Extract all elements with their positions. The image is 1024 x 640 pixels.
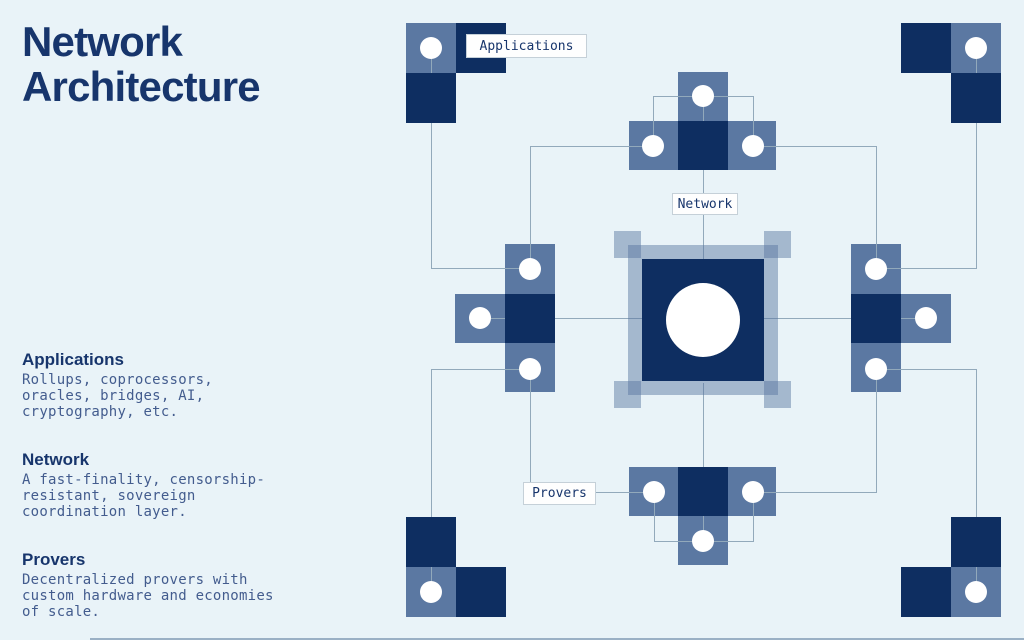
hub-frame-corner-bottom-right <box>764 381 791 408</box>
node-circle-right-cluster <box>915 307 937 329</box>
connector-line <box>753 96 754 147</box>
node-circle-right-cluster <box>865 358 887 380</box>
corner-bottom-left-dark-square <box>456 567 506 617</box>
page-title: Network Architecture <box>22 18 422 110</box>
node-circle-corner-top-left <box>420 37 442 59</box>
page-title-line1: Network <box>22 18 183 65</box>
connector-line <box>876 369 877 493</box>
node-circle-bottom-cluster <box>692 530 714 552</box>
diagram-label-provers: Provers <box>523 482 596 505</box>
node-circle-left-cluster <box>519 258 541 280</box>
connector-line <box>976 369 977 593</box>
node-circle-left-cluster <box>469 307 491 329</box>
node-circle-top-cluster <box>692 85 714 107</box>
corner-top-right-dark-square <box>901 23 951 73</box>
hub-circle <box>666 283 740 357</box>
connector-line <box>530 369 531 483</box>
page-title-line2: Architecture <box>22 62 261 110</box>
connector-line <box>753 492 754 542</box>
section-network-heading: Network <box>22 450 90 469</box>
node-circle-bottom-cluster <box>643 481 665 503</box>
corner-bottom-right-dark-square <box>901 567 951 617</box>
node-circle-top-cluster <box>642 135 664 157</box>
corner-top-left-dark-square <box>406 73 456 123</box>
connector-line <box>431 369 531 370</box>
connector-line <box>653 96 654 147</box>
corner-top-right-dark-square <box>951 73 1001 123</box>
hub-frame-corner-top-right <box>764 231 791 258</box>
node-circle-bottom-cluster <box>742 481 764 503</box>
cluster-left-core-square <box>505 294 555 343</box>
section-applications-body: Rollups, coprocessors, oracles, bridges,… <box>22 372 213 420</box>
connector-line <box>876 268 976 269</box>
node-circle-corner-bottom-right <box>965 581 987 603</box>
section-network-body: A fast-finality, censorship- resistant, … <box>22 472 266 520</box>
connector-line <box>753 492 877 493</box>
connector-line <box>976 48 977 269</box>
connector-line <box>703 383 704 542</box>
diagram-label-network: Network <box>672 193 738 215</box>
connector-line <box>530 146 531 270</box>
connector-line <box>654 492 655 542</box>
node-circle-left-cluster <box>519 358 541 380</box>
connector-line <box>431 268 531 269</box>
connector-line <box>431 369 432 593</box>
bottom-edge-line <box>90 638 1024 640</box>
connector-line <box>703 318 927 319</box>
node-circle-right-cluster <box>865 258 887 280</box>
connector-line <box>480 318 704 319</box>
section-applications-heading: Applications <box>22 350 125 369</box>
connector-line <box>703 96 704 259</box>
section-provers-heading: Provers <box>22 550 86 569</box>
connector-line <box>530 146 654 147</box>
hub-frame-corner-bottom-left <box>614 381 641 408</box>
connector-line <box>596 492 655 493</box>
connector-line <box>876 146 877 270</box>
corner-bottom-right-dark-square <box>951 517 1001 567</box>
hub-frame-corner-top-left <box>614 231 641 258</box>
node-circle-corner-top-right <box>965 37 987 59</box>
connector-line <box>753 146 877 147</box>
connector-line <box>431 48 432 269</box>
node-circle-corner-bottom-left <box>420 581 442 603</box>
node-circle-top-cluster <box>742 135 764 157</box>
hub-frame <box>628 245 778 395</box>
diagram-label-applications: Applications <box>466 34 587 58</box>
corner-bottom-left-dark-square <box>406 517 456 567</box>
cluster-top-core-square <box>678 121 728 170</box>
connector-line <box>876 369 976 370</box>
cluster-bottom-core-square <box>678 467 728 516</box>
cluster-right-core-square <box>851 294 901 343</box>
section-provers-body: Decentralized provers with custom hardwa… <box>22 572 274 620</box>
